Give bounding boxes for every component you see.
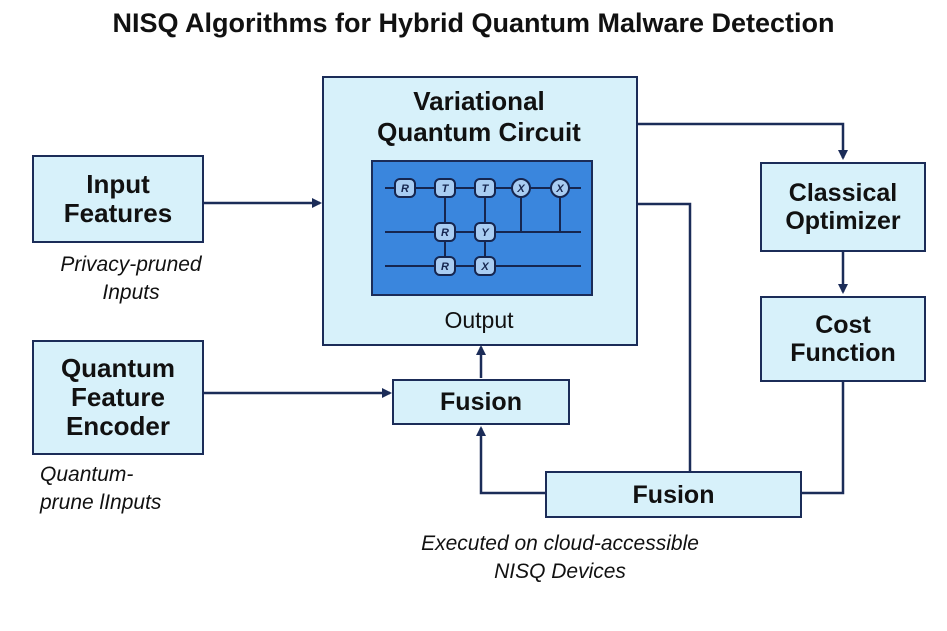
arrow-circuit-to-optimizer xyxy=(637,122,848,160)
gate-label: R xyxy=(441,227,449,239)
gate-wire2-0: R xyxy=(434,222,456,242)
gate-wire1-1: T xyxy=(434,178,456,198)
gate-wire1-0: R xyxy=(394,178,416,198)
gate-label: R xyxy=(441,261,449,273)
arrow-fusion-bottom-to-fusion-top xyxy=(476,426,545,495)
cost-function-box: Cost Function xyxy=(760,296,926,382)
line-cost-to-fusion-bottom xyxy=(802,382,845,495)
gate-label: X xyxy=(480,261,489,273)
quantum-circuit-diagram: R T T X X R Y R X xyxy=(371,160,593,296)
gate-label: T xyxy=(442,183,450,195)
gate-wire1-3: X xyxy=(511,178,531,198)
line-circuit-to-fusion-bottom xyxy=(637,202,692,471)
fusion-top-box: Fusion xyxy=(392,379,570,425)
gate-wire1-4: X xyxy=(550,178,570,198)
quantum-feature-encoder-box: Quantum Feature Encoder xyxy=(32,340,204,455)
executed-on-note: Executed on cloud-accessible NISQ Device… xyxy=(421,532,699,584)
gate-label: X xyxy=(516,183,525,195)
gate-wire1-2: T xyxy=(474,178,496,198)
circuit-svg: R T T X X R Y R X xyxy=(385,178,581,276)
fusion-bottom-box: Fusion xyxy=(545,471,802,518)
gate-wire2-1: Y xyxy=(474,222,496,242)
gate-label: T xyxy=(482,183,490,195)
gate-label: R xyxy=(401,183,409,195)
gate-wire3-1: X xyxy=(474,256,496,276)
privacy-pruned-note: Privacy-pruned Inputs xyxy=(60,253,202,305)
diagram-title: NISQ Algorithms for Hybrid Quantum Malwa… xyxy=(112,8,835,38)
gate-label: Y xyxy=(481,227,490,239)
quantum-prune-note: Quantum- prune lInputs xyxy=(40,463,162,515)
classical-optimizer-box: Classical Optimizer xyxy=(760,162,926,252)
gate-label: X xyxy=(555,183,564,195)
input-features-box: Input Features xyxy=(32,155,204,243)
variational-output-label: Output xyxy=(444,307,514,333)
gate-wire3-0: R xyxy=(434,256,456,276)
variational-quantum-circuit-title: Variational Quantum Circuit xyxy=(377,86,581,148)
